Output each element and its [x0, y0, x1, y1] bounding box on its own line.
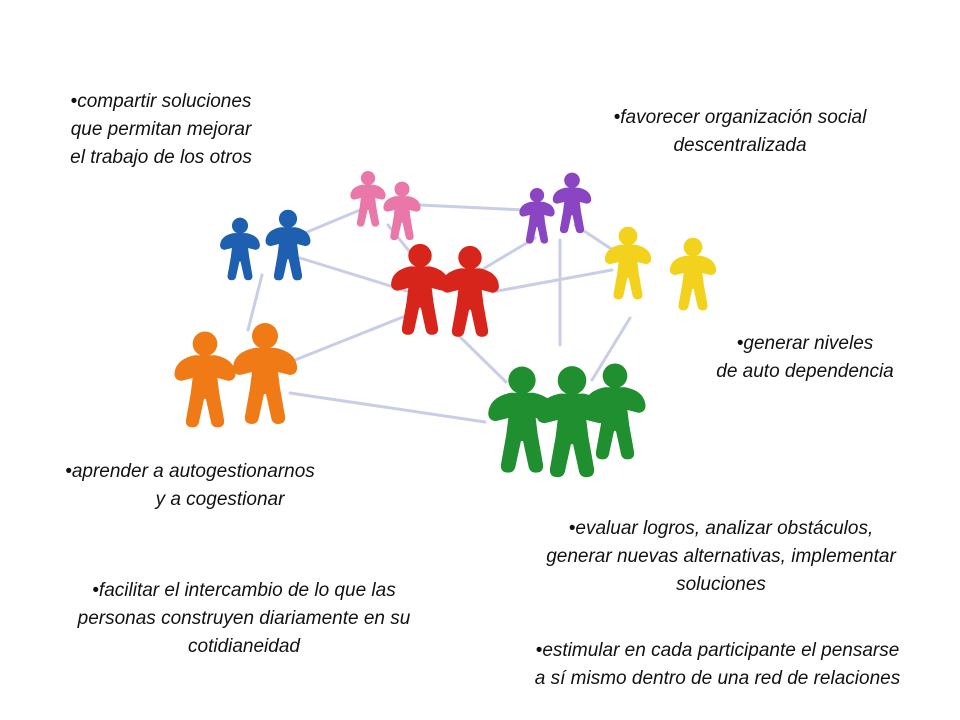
link-orange-green — [288, 391, 487, 424]
link-blue-pink — [298, 208, 362, 237]
figure-group-green — [488, 363, 646, 478]
note-estimular-participante: •estimular en cada participante el pensa… — [534, 640, 901, 689]
note-generar-niveles: •generar niveles de auto dependencia — [716, 333, 894, 382]
note-facilitar-intercambio: •facilitar el intercambio de lo que las … — [77, 580, 411, 657]
link-red-orange — [288, 313, 410, 364]
figure-group-purple — [519, 172, 592, 244]
note-evaluar-logros: •evaluar logros, analizar obstáculos, ge… — [546, 518, 896, 595]
link-red-yellow — [490, 268, 614, 294]
note-compartir-soluciones: •compartir soluciones que permitan mejor… — [70, 91, 252, 168]
figure-group-yellow — [604, 226, 717, 311]
link-purple-red — [476, 236, 537, 274]
figure-group-blue — [220, 209, 311, 281]
link-blue-orange — [246, 273, 264, 332]
link-red-green — [456, 333, 508, 384]
figure-group-orange — [174, 323, 298, 428]
link-yellow-green — [590, 316, 632, 382]
note-favorecer-organizacion: •favorecer organización social descentra… — [613, 107, 867, 156]
note-aprender-autogestion: •aprender a autogestionarnos y a cogesti… — [65, 461, 315, 510]
figure-group-pink — [350, 171, 421, 241]
link-pink-purple — [418, 203, 527, 212]
network-links — [246, 203, 632, 424]
